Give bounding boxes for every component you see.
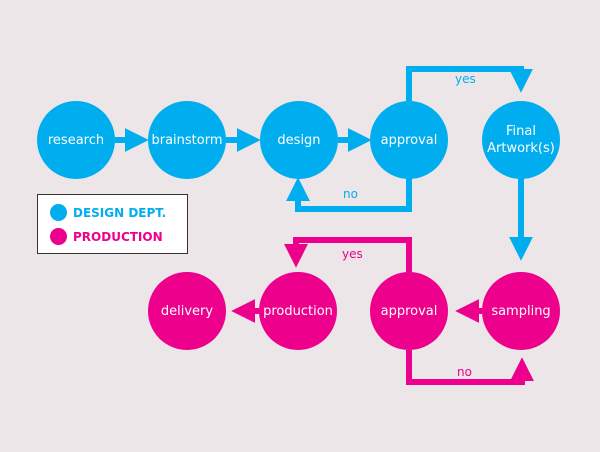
node-sampling-label: sampling	[491, 303, 551, 319]
node-final-artwork-line2: Artwork(s)	[487, 141, 555, 156]
arrow-approval-no-to-sampling	[406, 350, 534, 385]
node-approval-production-label: approval	[380, 303, 438, 319]
node-design: design	[260, 101, 338, 179]
legend-production-dot	[50, 228, 67, 245]
node-research: research	[37, 101, 115, 179]
node-sampling: sampling	[482, 272, 560, 350]
legend-production-label: PRODUCTION	[73, 229, 163, 244]
node-production: production	[259, 272, 337, 350]
node-design-label: design	[277, 132, 321, 148]
legend: DESIGN DEPT. PRODUCTION	[37, 194, 188, 254]
node-final-artwork-line1: Final	[506, 124, 536, 139]
edge-label-bottom-yes: yes	[342, 247, 363, 261]
node-approval-design-label: approval	[380, 132, 438, 148]
legend-design-dot	[50, 204, 67, 221]
node-research-label: research	[47, 132, 105, 148]
edge-label-top-yes: yes	[455, 72, 476, 86]
edge-label-top-no: no	[343, 187, 358, 201]
node-approval-design: approval	[370, 101, 448, 179]
edge-label-bottom-no: no	[457, 365, 472, 379]
legend-design-label: DESIGN DEPT.	[73, 205, 167, 220]
arrow-approval-yes-to-final	[406, 66, 533, 101]
node-delivery: delivery	[148, 272, 226, 350]
legend-item-production: PRODUCTION	[50, 228, 163, 245]
node-brainstorm-label: brainstorm	[151, 132, 223, 148]
arrow-approval-yes-to-production	[284, 237, 412, 272]
node-production-label: production	[263, 303, 333, 319]
node-final-artwork: Final Artwork(s)	[482, 101, 560, 179]
node-approval-production: approval	[370, 272, 448, 350]
node-final-artwork-text: Final Artwork(s)	[487, 123, 555, 157]
node-brainstorm: brainstorm	[148, 101, 226, 179]
arrow-approval-no-to-design	[286, 177, 412, 212]
legend-item-design: DESIGN DEPT.	[50, 204, 166, 221]
node-delivery-label: delivery	[160, 303, 214, 319]
